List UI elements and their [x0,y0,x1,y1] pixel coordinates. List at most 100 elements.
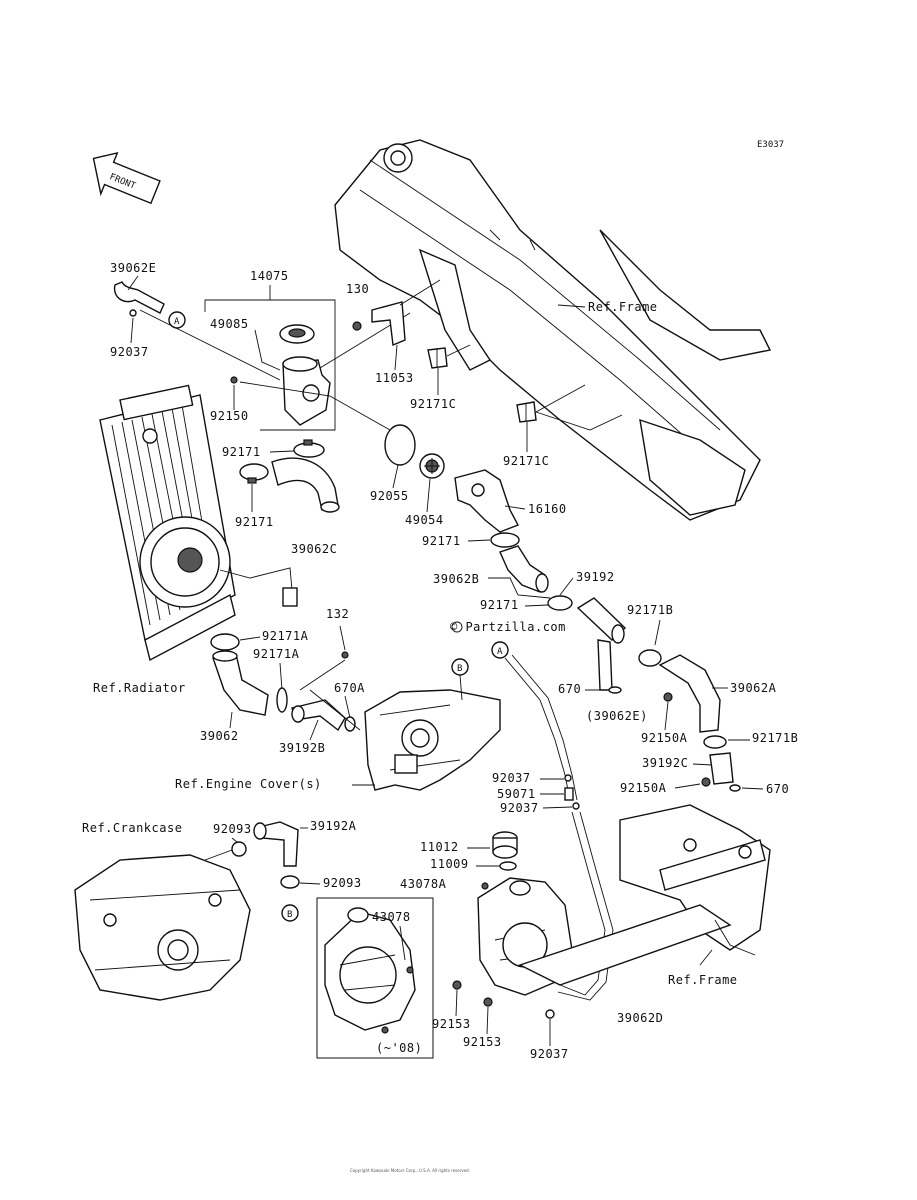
label-39192A: 39192A [310,819,357,833]
pipe-39192C [709,752,734,785]
label-92037-d: 92037 [530,1047,569,1061]
engine-cover-illustration [364,689,501,791]
bolt-132 [341,651,349,659]
pipe-39192 [576,597,627,644]
label-59071: 59071 [497,787,536,801]
label-670: 670 [558,682,581,696]
callout-b-top-label: B [457,664,462,674]
clamp-92171-b [239,463,269,484]
clamp-92037-top [129,309,137,317]
label-92037-top: 92037 [110,345,149,359]
ref-engine-cover-label: Ref.Engine Cover(s) [175,777,322,791]
hose-39062B [499,545,549,593]
clamp-92037-b [564,774,572,782]
filler-cap-49085 [279,324,315,344]
label-92171-b: 92171 [235,515,274,529]
clamp-92171B-b [703,735,727,749]
label-92153-a: 92153 [432,1017,471,1031]
ref-frame-bottom-label: Ref.Frame [668,973,738,987]
label-92150A-a: 92150A [641,731,688,745]
thermostat-49054 [419,453,445,479]
label-39192B: 39192B [279,741,325,755]
variant-inset-box [316,897,434,1059]
clamp-92171-d [547,595,573,611]
frame-top-illustration [334,139,772,521]
label-39062B: 39062B [433,572,479,586]
clamp-92037-c [572,802,580,810]
hose-39062A [658,654,721,733]
callout-a-mid-label: A [497,647,503,657]
label-92171-a: 92171 [222,445,261,459]
clamp-92171A-a [210,633,240,651]
bolt-92153-b [483,997,493,1007]
hose-39062C [271,457,340,513]
hose-39062E [113,281,165,314]
pipe-39192B [291,699,346,732]
clamp-92171-a [293,439,325,458]
label-39192C: 39192C [642,756,688,770]
label-132: 132 [326,607,349,621]
bolt-92150 [230,376,238,384]
label-43078: 43078 [372,910,411,924]
diagram-code: E3037 [757,140,784,150]
clamp-92171-c [490,532,520,548]
label-92171B-a: 92171B [627,603,673,617]
label-92150: 92150 [210,409,249,423]
label-39062E: 39062E [110,261,156,275]
label-39062D: 39062D [617,1011,663,1025]
o-ring-92093-b [280,875,300,889]
label-49054: 49054 [405,513,444,527]
label-11053: 11053 [375,371,414,385]
o-ring-670 [608,686,622,694]
label-670-b: 670 [766,782,789,796]
watermark-icon [451,621,463,633]
label-92171C-a: 92171C [410,397,456,411]
bolt-92153-a [452,980,462,990]
bracket-11053 [371,301,406,347]
hose-92150A-link [597,639,613,691]
callout-b-bottom [281,904,299,922]
label-11009: 11009 [430,857,469,871]
label-92171-d: 92171 [480,598,519,612]
filler-neck-housing [282,356,331,426]
callout-b-bottom-label: B [287,910,292,920]
label-92055: 92055 [370,489,409,503]
label-92171B-b: 92171B [752,731,798,745]
label-92150A-b: 92150A [620,781,667,795]
o-ring-670-b [729,784,741,792]
label-43078A: 43078A [400,877,447,891]
label-670A: 670A [334,681,365,695]
bolt-92150A-a [663,692,673,702]
label-39062A: 39062A [730,681,777,695]
label-92171C-b: 92171C [503,454,549,468]
label-14075: 14075 [250,269,289,283]
o-ring-92055 [384,424,416,466]
label-92093-a: 92093 [213,822,252,836]
filter-59071 [564,787,574,801]
footer-copyright: Copyright Kawasaki Motors Corp., U.S.A. … [350,1168,470,1173]
callout-a-top-label: A [174,317,180,327]
clamp-92171B-a [638,649,662,667]
o-ring-92093-a [231,841,247,857]
label-49085: 49085 [210,317,249,331]
label-92093-b: 92093 [323,876,362,890]
label-39062E-paren: (39062E) [586,709,648,723]
ref-radiator-label: Ref.Radiator [93,681,186,695]
label-39062C: 39062C [291,542,337,556]
ref-crankcase-label: Ref.Crankcase [82,821,182,835]
radiator-illustration [99,384,298,662]
label-39192: 39192 [576,570,615,584]
clamp-92171A-b [276,687,288,713]
label-130: 130 [346,282,369,296]
callout-a-mid [491,641,509,659]
bolt-130 [352,321,362,331]
label-39062: 39062 [200,729,239,743]
watermark: © Partzilla.com [450,620,566,634]
label-11012: 11012 [420,840,459,854]
crankcase-illustration [74,854,251,1001]
ref-frame-top-label: Ref.Frame [588,300,658,314]
pipe-39192A [253,821,299,867]
label-92037-c: 92037 [500,801,539,815]
